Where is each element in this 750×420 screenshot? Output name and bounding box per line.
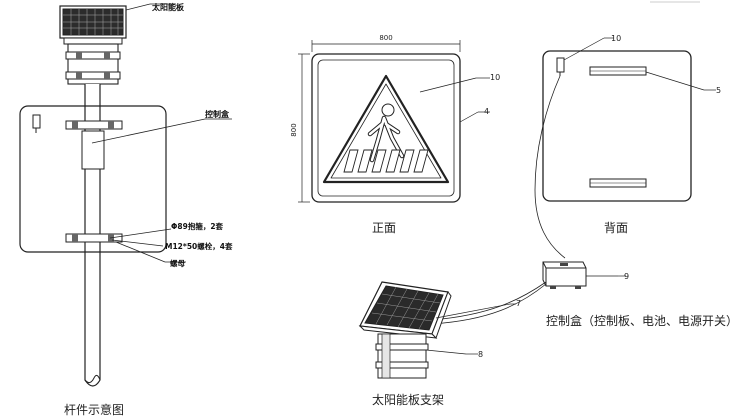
callout-5: 5 — [716, 86, 721, 95]
dim-width: 800 — [379, 34, 392, 42]
callout-10-front: 10 — [490, 73, 500, 82]
callout-7: 7 — [516, 299, 521, 308]
callout-8: 8 — [478, 350, 483, 359]
caption-control-box: 控制盒（控制板、电池、电源开关） — [546, 313, 738, 328]
solar-bracket-drawing — [358, 281, 516, 379]
dim-height: 800 — [290, 123, 298, 136]
label-control-box: 控制盒 — [205, 109, 230, 119]
callout-9: 9 — [624, 272, 629, 281]
pole-solar-panel — [59, 5, 127, 45]
caption-front: 正面 — [372, 221, 396, 235]
label-clamp: Φ89抱箍，2套 — [171, 221, 224, 231]
label-nut: 螺母 — [170, 258, 185, 268]
label-bolt: M12*50螺栓，4套 — [165, 241, 233, 251]
back-view — [534, 37, 716, 259]
callout-4: 4 — [484, 107, 489, 116]
caption-pole: 杆件示意图 — [64, 402, 124, 417]
label-solar-panel: 太阳能板 — [151, 2, 185, 12]
caption-solar-bracket: 太阳能板支架 — [372, 392, 444, 407]
front-view — [298, 40, 490, 203]
control-box-drawing — [431, 261, 626, 325]
pole-schematic — [19, 3, 232, 387]
caption-back: 背面 — [604, 221, 628, 235]
callout-10-back: 10 — [611, 34, 621, 43]
